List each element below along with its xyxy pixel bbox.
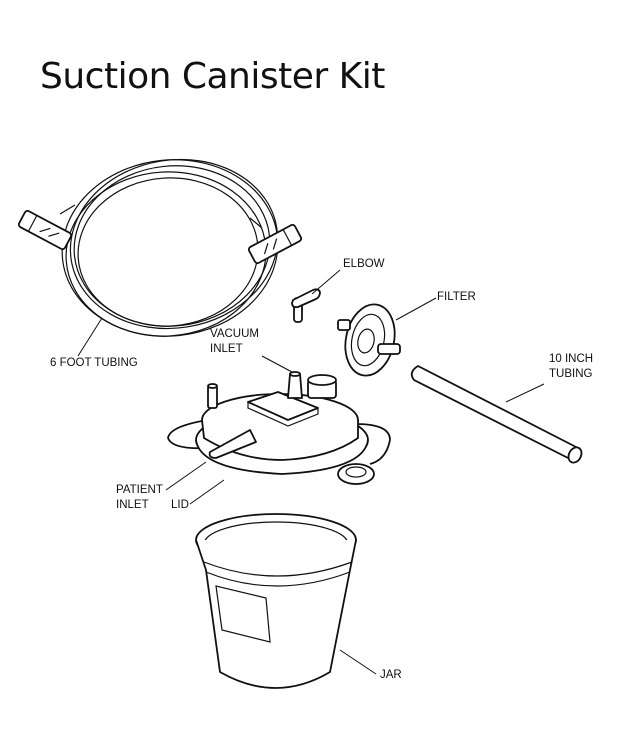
page-title: Suction Canister Kit [40, 56, 385, 97]
filter-illustration [337, 303, 401, 377]
label-patient-inlet: PATIENT INLET [116, 484, 163, 511]
lid-illustration [167, 371, 391, 485]
elbow-illustration [291, 288, 321, 323]
label-jar: JAR [380, 669, 402, 681]
label-vacuum-inlet: VACUUM INLET [210, 328, 259, 355]
label-filter: FILTER [437, 291, 476, 303]
label-leader-lines [77, 269, 545, 675]
label-lid: LID [171, 499, 189, 511]
ten-inch-tubing-illustration [410, 365, 583, 464]
label-ten-inch-tubing: 10 INCH TUBING [549, 353, 594, 380]
label-six-foot-tubing: 6 FOOT TUBING [50, 357, 138, 369]
jar-illustration [195, 513, 357, 689]
label-elbow: ELBOW [343, 258, 385, 270]
six-foot-tubing-illustration [17, 158, 303, 337]
